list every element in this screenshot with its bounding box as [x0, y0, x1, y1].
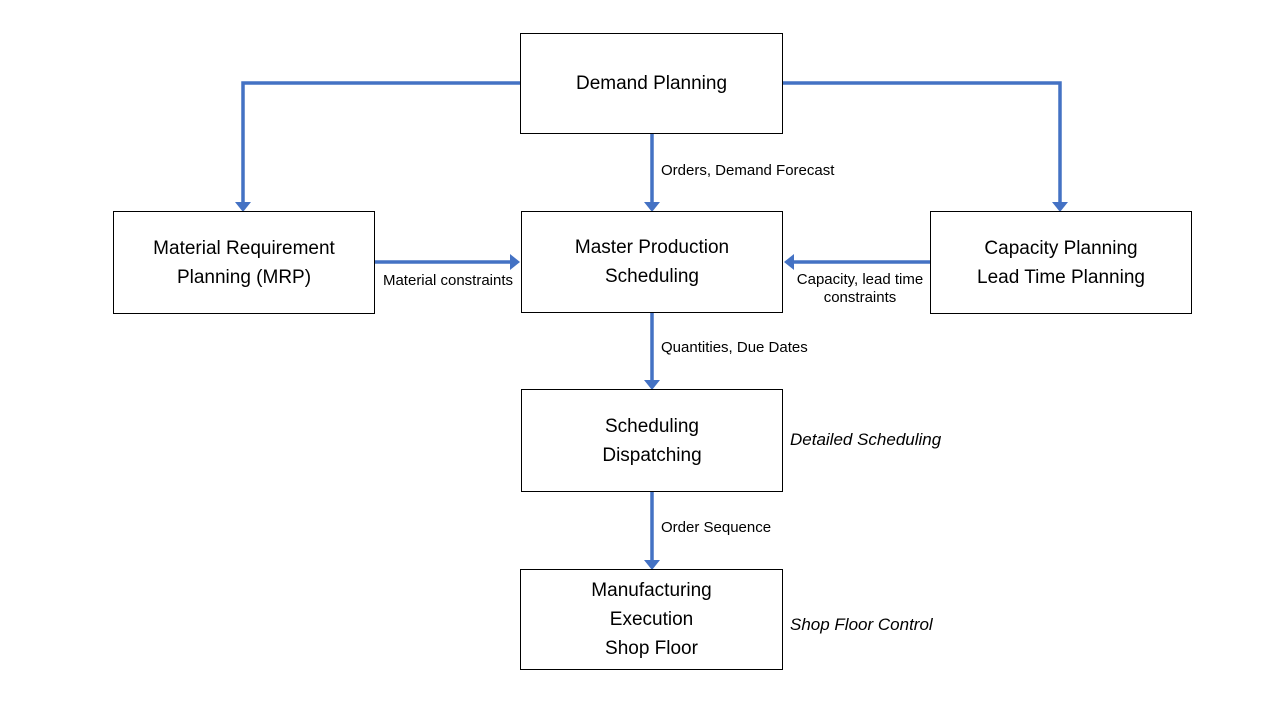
node-label: Dispatching [602, 444, 702, 466]
edge-label-order-sequence: Order Sequence [661, 519, 772, 536]
edge-label-orders-demand-forecast: Orders, Demand Forecast [661, 162, 835, 179]
node-scheduling-dispatching: Scheduling Dispatching [521, 389, 783, 492]
arrowhead-down-icon [235, 202, 251, 212]
annotation-shop-floor-control: Shop Floor Control [790, 615, 933, 634]
node-label: Demand Planning [575, 73, 728, 94]
edge-demand-to-capacity [783, 81, 1062, 202]
node-label: Execution [609, 609, 694, 630]
node-label: Capacity Planning [984, 237, 1138, 259]
node-label: Master Production [574, 237, 730, 258]
edge-demand-to-mrp [241, 81, 520, 202]
node-label: Planning (MRP) [176, 266, 312, 288]
edge-label-material-constraints: Material constraints [382, 272, 514, 289]
node-demand-planning: Demand Planning [520, 33, 783, 134]
node-label: Lead Time Planning [977, 266, 1145, 288]
arrowhead-right-icon [510, 254, 520, 270]
node-label: Shop Floor [605, 638, 698, 659]
edge-label-capacity-lead-time-constraints: Capacity, lead time constraints [796, 271, 924, 306]
node-manufacturing-execution: Manufacturing Execution Shop Floor [520, 569, 783, 670]
node-label: Manufacturing [591, 580, 712, 601]
arrowhead-down-icon [644, 560, 660, 570]
arrowhead-down-icon [644, 202, 660, 212]
node-label: Scheduling [604, 415, 700, 437]
node-master-production-scheduling: Master Production Scheduling [521, 211, 783, 313]
arrowhead-down-icon [644, 380, 660, 390]
node-capacity-planning: Capacity Planning Lead Time Planning [930, 211, 1192, 314]
node-label: Scheduling [604, 266, 700, 287]
edge-label-quantities-due-dates: Quantities, Due Dates [661, 339, 808, 356]
node-material-requirement-planning: Material Requirement Planning (MRP) [113, 211, 375, 314]
node-label: Material Requirement [153, 237, 335, 259]
arrowhead-down-icon [1052, 202, 1068, 212]
annotation-detailed-scheduling: Detailed Scheduling [790, 430, 942, 449]
arrowhead-left-icon [784, 254, 794, 270]
